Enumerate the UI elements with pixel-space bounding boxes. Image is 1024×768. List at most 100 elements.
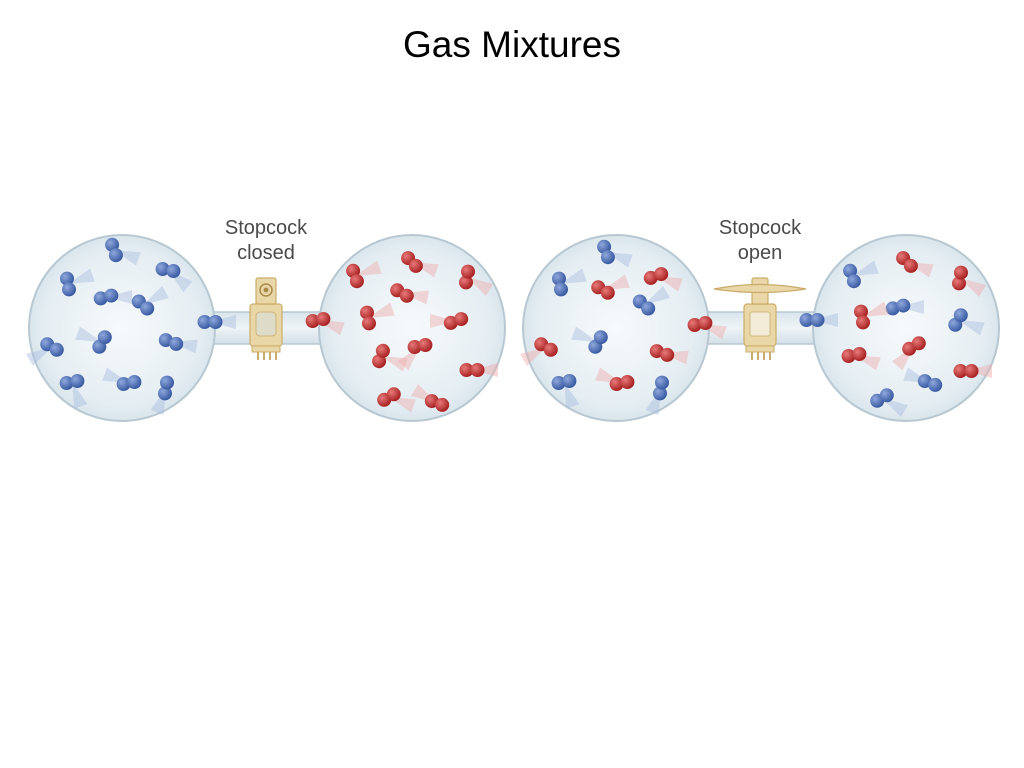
atom [386,387,401,402]
atom [362,316,376,331]
atom [854,304,868,319]
red-molecule [377,387,416,413]
atom [49,342,64,357]
atom [140,301,155,316]
atom [953,364,968,378]
motion-trail [430,314,456,328]
atom [554,282,568,297]
motion-trail [852,260,879,276]
blue-molecule [597,239,633,268]
red-molecule [305,312,345,336]
red-molecule [595,367,635,391]
atom [70,374,85,388]
atom [654,267,669,282]
atom [166,264,181,278]
atom [964,364,979,378]
motion-trail [882,398,909,418]
atom [108,248,123,263]
red-molecule [952,265,987,298]
atom [407,340,422,354]
red-molecule [390,283,429,305]
atom [653,386,667,401]
atom [841,349,856,363]
blue-molecule [131,285,170,316]
atom [158,386,172,401]
blue-molecule [870,388,909,418]
motion-trail [571,326,598,342]
motion-trail [368,302,395,318]
blue-molecule [843,260,879,289]
red-molecule [687,316,727,340]
motion-trail [960,278,987,298]
atom [461,264,475,279]
atom [408,258,423,273]
atom [435,397,450,412]
motion-trail [560,268,587,284]
atom [952,276,966,291]
blue-molecule [158,333,198,354]
blue-molecule [571,326,608,354]
atom [60,271,74,286]
blue-molecule [645,375,669,415]
slide-title: Gas Mixtures [403,24,621,65]
atom [104,288,119,303]
atom [169,336,184,351]
motion-trail [812,313,838,327]
atom [911,336,926,351]
atom [97,330,112,345]
red-molecule [649,344,689,365]
stopcock-open-label-line1: Stopcock [719,217,802,239]
red-molecule [401,251,439,278]
atom [305,314,320,328]
motion-trail [143,285,170,305]
atom [856,315,870,330]
atom [127,375,142,389]
atom [160,375,174,390]
motion-trail [75,326,102,342]
atom [116,377,131,391]
stopcock-closed-label-line2: closed [237,242,295,264]
atom [459,363,474,377]
blue-molecule [60,268,95,297]
atom [954,265,968,280]
atom [660,347,675,362]
red-molecule [841,347,881,371]
red-molecule [643,267,683,292]
atom [641,301,656,316]
atom [928,377,943,392]
atom [609,377,624,391]
atom [698,316,713,330]
red-molecule [372,343,408,372]
blue-molecule [948,308,985,336]
atom [846,274,861,289]
apparatus-closed: Stopcock closed [25,217,506,422]
blue-molecule [59,374,88,409]
atom [470,363,485,377]
molecules-closed [25,237,498,415]
atom [59,376,74,390]
motion-trail [958,320,985,336]
stopcock-open-label-line2: open [738,242,783,264]
red-molecule [459,363,498,377]
atom [551,376,566,390]
atom [879,388,894,403]
atom [593,330,608,345]
atom [552,271,566,286]
blue-molecule [197,315,236,329]
atom [655,375,669,390]
atom [620,375,635,389]
red-molecule [891,336,926,371]
blue-molecule [885,298,924,316]
blue-molecule [25,337,64,367]
atom [903,258,918,273]
red-molecule [410,383,450,412]
blue-molecule [93,288,132,306]
red-molecule [397,338,433,371]
atom [600,285,615,300]
atom [208,315,223,329]
red-molecule [519,337,558,367]
atom [93,291,108,306]
stopcock-closed-icon [249,277,283,360]
